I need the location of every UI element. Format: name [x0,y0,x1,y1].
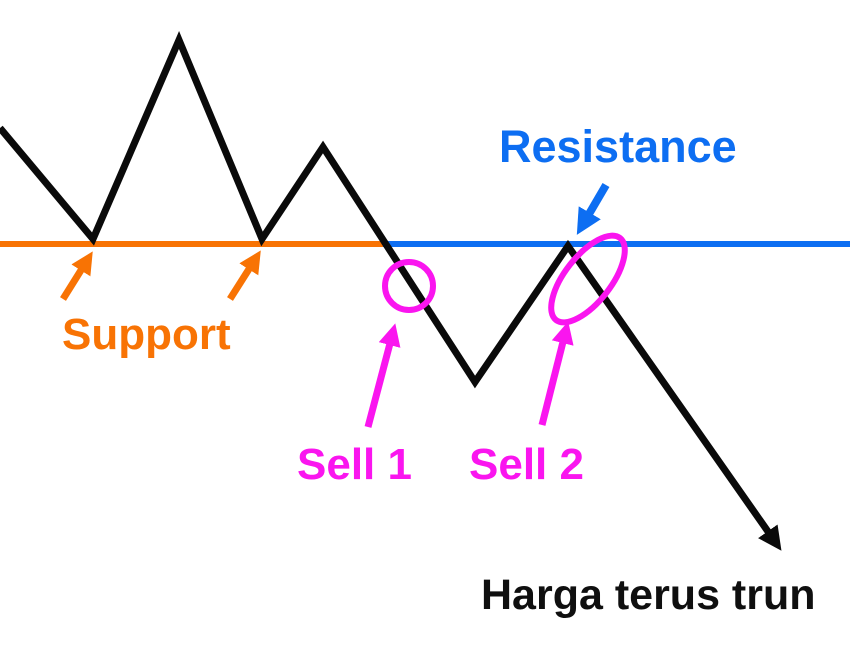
sell1-circle [382,259,436,313]
caption-label: Harga terus trun [481,571,816,619]
resistance-arrow [576,182,610,235]
sell2-label: Sell 2 [469,440,584,489]
price-line [0,31,782,551]
support-label: Support [62,310,231,359]
sell1-arrow [364,323,401,428]
resistance-label: Resistance [499,121,737,172]
sell2-arrow [538,321,574,426]
support-arrow-2 [227,250,261,301]
sell1-label: Sell 1 [297,440,412,489]
support-arrow-1 [60,251,93,301]
sell2-ellipse [548,232,628,326]
